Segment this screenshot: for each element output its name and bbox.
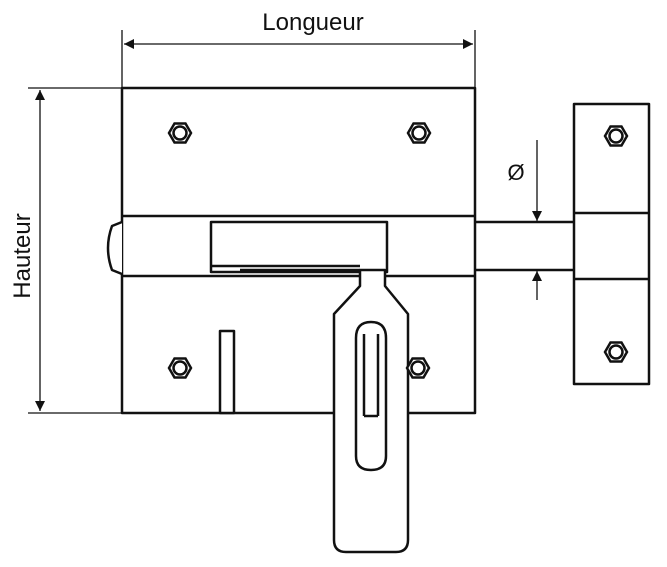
length-label: Longueur	[262, 9, 363, 36]
screw-icon	[603, 125, 629, 147]
screw-icon	[406, 122, 432, 144]
screw-icon	[603, 341, 629, 363]
diameter-label: Ø	[507, 160, 524, 185]
length-dimension	[121, 30, 476, 88]
screw-icon	[167, 357, 193, 379]
keeper-plate	[572, 102, 651, 386]
screw-icon	[167, 122, 193, 144]
locking-slot	[218, 329, 236, 415]
height-dimension	[28, 87, 122, 414]
screw-holes	[167, 122, 629, 379]
bolt-end-cap	[106, 220, 123, 276]
height-label: Hauteur	[9, 213, 36, 298]
bolt-channel	[122, 214, 475, 278]
slide-block	[209, 220, 389, 274]
screw-icon	[405, 357, 431, 379]
bolt-shaft	[475, 220, 575, 272]
handle-hasp	[332, 268, 410, 554]
